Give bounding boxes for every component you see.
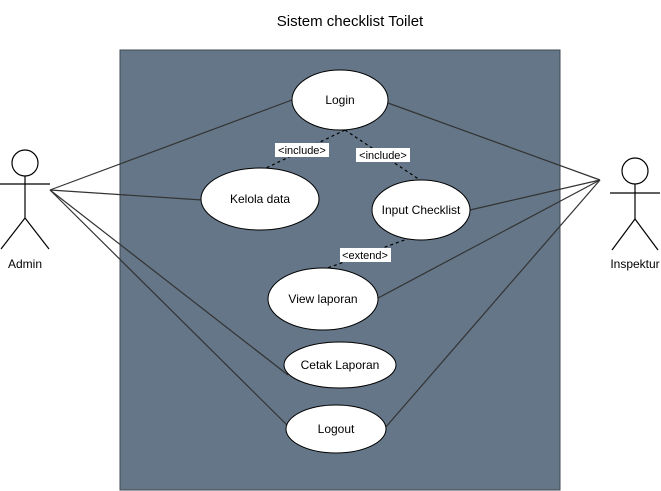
admin-cetak-line xyxy=(49,189,289,376)
include-input-label: <include> xyxy=(359,150,407,162)
extend-view-label-bg xyxy=(340,248,391,262)
use-case-login[interactable] xyxy=(291,69,389,131)
use-case-view-laporan[interactable] xyxy=(267,267,379,331)
admin-right-leg xyxy=(24,217,50,250)
inspektur-view-line xyxy=(377,179,601,299)
actor-inspektur-label: Inspektur xyxy=(610,257,659,271)
use-case-cetak-laporan[interactable] xyxy=(283,341,397,389)
extend-view-label: <extend> xyxy=(342,250,388,262)
include-kelola-label-bg xyxy=(275,143,329,157)
actor-inspektur[interactable] xyxy=(610,157,660,251)
admin-kelola-line xyxy=(49,189,203,201)
use-case-input-checklist[interactable] xyxy=(371,179,471,241)
admin-logout-line xyxy=(49,189,291,429)
actor-admin[interactable] xyxy=(0,149,50,250)
inspektur-input-line xyxy=(469,179,601,211)
use-case-view-laporan-label: View laporan xyxy=(288,292,357,306)
diagram-title: Sistem checklist Toilet xyxy=(277,13,424,30)
admin-login-line xyxy=(49,99,293,191)
inspektur-logout-line xyxy=(384,179,601,429)
admin-associations xyxy=(49,99,293,429)
use-case-input-checklist-label: Input Checklist xyxy=(382,203,461,217)
inspektur-left-leg xyxy=(611,218,636,251)
use-case-login-label: Login xyxy=(325,93,354,107)
dependency-lines xyxy=(261,129,421,271)
use-case-kelola-data-label: Kelola data xyxy=(230,192,290,206)
use-case-logout[interactable] xyxy=(285,404,387,454)
inspektur-head xyxy=(621,157,649,185)
include-kelola-label: <include> xyxy=(278,145,326,157)
admin-left-leg xyxy=(0,217,26,250)
extend-view-line xyxy=(321,237,411,271)
admin-head xyxy=(11,149,39,177)
include-input-label-bg xyxy=(356,148,410,162)
inspektur-login-line xyxy=(387,102,601,181)
use-case-logout-label: Logout xyxy=(318,422,355,436)
use-case-kelola-data[interactable] xyxy=(200,167,320,231)
inspektur-right-leg xyxy=(634,218,659,251)
actor-admin-label: Admin xyxy=(8,257,42,271)
use-case-cetak-laporan-label: Cetak Laporan xyxy=(301,358,380,372)
inspektur-associations xyxy=(377,102,601,429)
